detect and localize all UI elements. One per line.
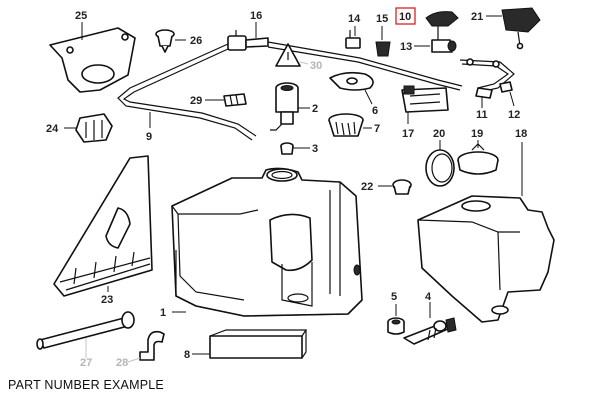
label-28: 28: [116, 357, 128, 369]
label-9: 9: [146, 131, 152, 143]
label-25: 25: [75, 10, 87, 22]
part-14-clip: [345, 30, 361, 49]
label-20: 20: [433, 128, 445, 140]
part-15-clamp: [375, 41, 391, 57]
part-11-12-hose-fittings: [459, 58, 515, 99]
label-7: 7: [374, 123, 380, 135]
caption: PART NUMBER EXAMPLE: [8, 378, 164, 392]
part-29-sleeve: [223, 93, 247, 107]
part-22-plug: [392, 179, 412, 195]
part-19-cap: [457, 143, 499, 175]
label-12: 12: [508, 109, 520, 121]
part-1-tank: [171, 167, 363, 317]
label-30: 30: [310, 60, 322, 72]
part-27-pipe: [36, 311, 135, 350]
highlight-box-10: [395, 7, 416, 25]
part-25-bracket: [49, 27, 136, 93]
part-23-bracket: [53, 155, 153, 297]
label-1: 1: [160, 307, 166, 319]
part-24-cap: [75, 113, 113, 143]
part-5-grommet: [387, 317, 405, 335]
part-10-nozzle: [425, 11, 459, 42]
label-4: 4: [425, 291, 432, 303]
label-18: 18: [515, 128, 527, 140]
label-11: 11: [476, 109, 488, 121]
label-10: 10: [399, 11, 411, 23]
label-5: 5: [391, 291, 397, 303]
part-4-level-sensor: [403, 317, 457, 345]
part-26-clip: [155, 29, 175, 53]
part-17-check-valve: [401, 85, 449, 113]
label-19: 19: [471, 128, 483, 140]
label-22: 22: [361, 181, 373, 193]
part-28-elbow: [139, 330, 165, 361]
label-15: 15: [376, 13, 388, 25]
label-8: 8: [184, 349, 190, 361]
part-30-warning-label: [275, 43, 301, 67]
part-13-t-connector: [431, 39, 457, 53]
label-23: 23: [101, 294, 113, 306]
part-2-pump: [270, 82, 299, 131]
part-9-hose: [117, 41, 463, 141]
part-18-reservoir: [417, 195, 555, 323]
label-26: 26: [190, 35, 202, 47]
part-21-nozzle: [501, 7, 541, 50]
part-8-pad: [209, 329, 308, 359]
label-13: 13: [400, 41, 412, 53]
label-14: 14: [348, 13, 361, 25]
label-17: 17: [402, 128, 414, 140]
label-29: 29: [190, 95, 202, 107]
label-6: 6: [372, 105, 378, 117]
part-3-grommet: [280, 142, 294, 155]
label-3: 3: [312, 143, 318, 155]
label-16: 16: [250, 10, 262, 22]
label-24: 24: [46, 123, 59, 135]
part-6-cap: [329, 71, 374, 91]
part-20-cap: [425, 149, 455, 187]
part-7-filter: [328, 113, 364, 137]
label-2: 2: [312, 103, 318, 115]
label-21: 21: [471, 11, 483, 23]
part-16-connector: [227, 30, 269, 51]
label-27: 27: [80, 357, 92, 369]
